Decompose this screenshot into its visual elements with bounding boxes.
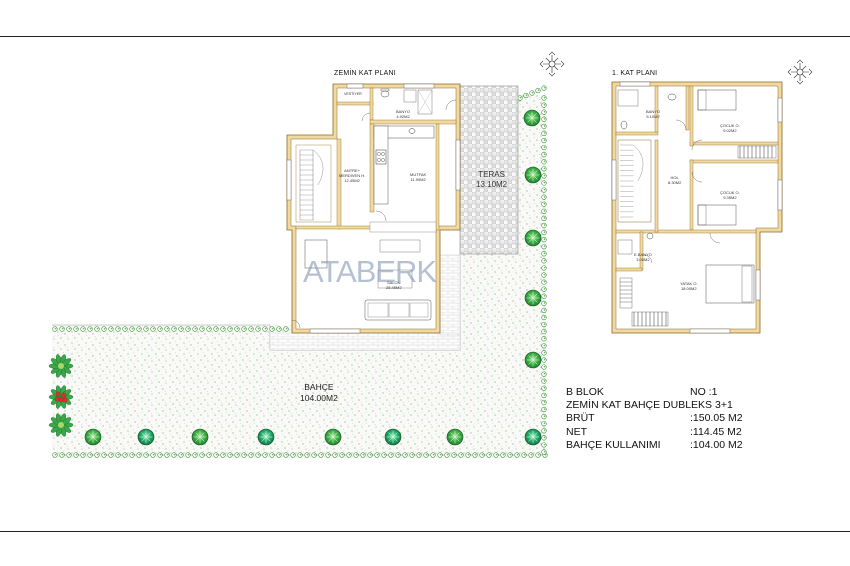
room-name: ÇOCUK O. bbox=[720, 123, 740, 128]
info-header-row: B BLOK NO :1 bbox=[566, 386, 766, 399]
garden-area bbox=[52, 95, 546, 458]
room-name: BANYO bbox=[396, 109, 411, 114]
first-floor-walls bbox=[611, 81, 783, 334]
info-label: NET bbox=[566, 425, 587, 438]
unit-info-panel: B BLOK NO :1 ZEMİN KAT BAHÇE DUBLEKS 3+1… bbox=[566, 386, 766, 452]
room-name: YATAK O. bbox=[680, 281, 698, 286]
room-name: BAHÇE bbox=[304, 382, 334, 392]
room-name: E.BANYO bbox=[634, 252, 652, 257]
room-name: TERAS bbox=[478, 170, 505, 179]
info-row-garden: BAHÇE KULLANIMI :104.00 M2 bbox=[566, 439, 766, 452]
room-cocuk-1: ÇOCUK O.9.02M2 bbox=[720, 123, 740, 133]
room-cocuk-2: ÇOCUK O.9.35M2 bbox=[720, 190, 740, 200]
room-area: 8.30M2 bbox=[668, 180, 682, 185]
watermark-logo: ATABERK bbox=[303, 254, 437, 289]
garden-trees bbox=[48, 109, 542, 446]
info-label: BAHÇE KULLANIMI bbox=[566, 438, 661, 451]
room-name: ANTRE+ bbox=[344, 168, 361, 173]
hedge-border bbox=[52, 85, 548, 458]
unit-type: ZEMİN KAT BAHÇE DUBLEKS 3+1 bbox=[566, 399, 733, 412]
north-arrow-icon bbox=[539, 51, 565, 77]
room-area: 28.45M2 bbox=[386, 285, 402, 290]
info-row-brut: BRÜT :150.05 M2 bbox=[566, 412, 766, 425]
room-name: MUTFAK bbox=[410, 172, 427, 177]
room-name: ÇOCUK O. bbox=[720, 190, 740, 195]
info-value: :114.45 M2 bbox=[690, 425, 742, 438]
ground-plan-title: ZEMİN KAT PLANI bbox=[334, 70, 396, 77]
room-name: SALON bbox=[387, 280, 401, 285]
room-area: 9.35M2 bbox=[723, 195, 737, 200]
first-stairs bbox=[620, 144, 644, 218]
room-area: 11.90M2 bbox=[410, 177, 426, 182]
unit-number: NO :1 bbox=[690, 386, 718, 398]
ground-floor-walls bbox=[286, 83, 461, 334]
room-name: BANYO bbox=[646, 109, 661, 114]
room-vestiyer: VESTİYER bbox=[344, 92, 362, 96]
room-name: HOL bbox=[670, 175, 679, 180]
first-plan-title: 1. KAT PLANI bbox=[612, 70, 658, 77]
info-row-net: NET :114.45 M2 bbox=[566, 426, 766, 439]
room-area: 18.00M2 bbox=[680, 286, 697, 291]
room-yatak: YATAK O.18.00M2 bbox=[680, 281, 698, 291]
room-area: 12.45M2 bbox=[344, 178, 360, 183]
north-arrow-icon bbox=[787, 59, 813, 85]
info-value: :150.05 M2 bbox=[690, 412, 743, 425]
room-area: 5.10M2 bbox=[646, 114, 660, 119]
room-area: 13.10M2 bbox=[476, 180, 508, 189]
room-name: MERDİVEN H. bbox=[339, 173, 366, 178]
room-area: 3.00M2 bbox=[636, 257, 650, 262]
block-label: B BLOK bbox=[566, 386, 604, 398]
info-value: :104.00 M2 bbox=[690, 438, 743, 451]
terrace-deck bbox=[459, 85, 519, 255]
room-area: 9.02M2 bbox=[723, 128, 737, 133]
info-label: BRÜT bbox=[566, 412, 595, 425]
room-area: 104.00M2 bbox=[300, 393, 338, 403]
room-area: 4.92M2 bbox=[396, 114, 410, 119]
ground-stairs bbox=[300, 149, 324, 221]
room-antre: ANTRE+MERDİVEN H.12.45M2 bbox=[339, 168, 365, 183]
sheet-frame bbox=[0, 36, 850, 532]
